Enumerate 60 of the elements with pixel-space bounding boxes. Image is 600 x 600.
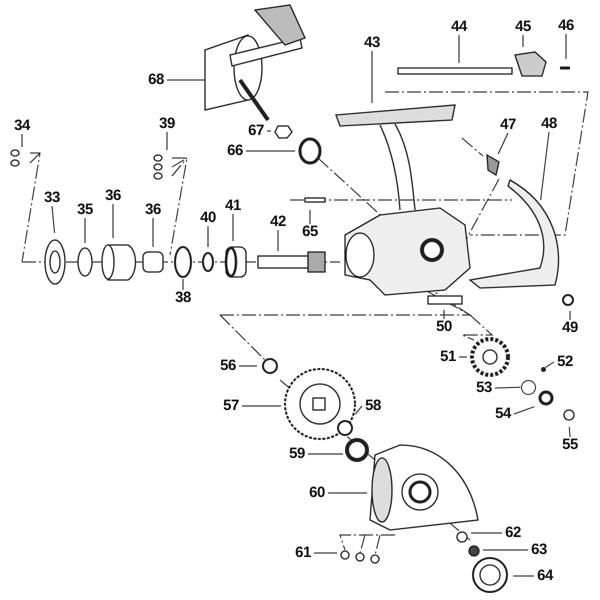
- leader-line: [568, 426, 570, 438]
- callout-number: 47: [497, 117, 519, 133]
- callout-number: 42: [267, 214, 289, 230]
- callout-number: 49: [559, 320, 581, 336]
- callout-number: 50: [433, 319, 455, 335]
- leader-line: [266, 130, 272, 132]
- leader-line: [354, 406, 362, 415]
- callout-number: 43: [361, 35, 383, 51]
- callout-number: 62: [502, 525, 524, 541]
- callout-number: 51: [437, 349, 459, 365]
- leader-line: [494, 386, 521, 388]
- ring-washer-part: [520, 380, 536, 394]
- callout-number: 36: [142, 202, 164, 218]
- leader-line: [522, 34, 524, 48]
- callout-number: 54: [492, 406, 514, 422]
- leader-line: [152, 218, 154, 248]
- leader-line: [514, 406, 535, 414]
- leader-line: [545, 362, 554, 368]
- callout-number: 46: [555, 18, 577, 34]
- leader-line: [458, 356, 468, 358]
- callout-number: 60: [306, 485, 328, 501]
- leader-line: [112, 204, 114, 238]
- callout-number: 39: [156, 116, 178, 132]
- callout-number: 59: [286, 446, 308, 462]
- callout-number: 65: [299, 224, 321, 240]
- callout-number: 63: [528, 542, 550, 558]
- callout-number: 55: [559, 437, 581, 453]
- callout-number: 44: [448, 19, 470, 35]
- callout-number: 56: [217, 358, 239, 374]
- callout-number: 45: [512, 19, 534, 35]
- leader-line: [314, 552, 338, 554]
- callout-number: 53: [473, 380, 495, 396]
- callout-number: 57: [220, 398, 242, 414]
- leader-line: [246, 150, 296, 152]
- leader-line: [470, 532, 502, 534]
- callout-number: 67: [245, 123, 267, 139]
- callout-number: 36: [102, 188, 124, 204]
- callout-number: 35: [74, 202, 96, 218]
- callout-number: 58: [362, 398, 384, 414]
- callout-number: 33: [41, 190, 63, 206]
- callout-number: 64: [534, 568, 556, 584]
- leader-line: [84, 218, 86, 244]
- leader-line: [328, 492, 368, 494]
- callout-number: 68: [145, 72, 167, 88]
- callout-number: 38: [172, 290, 194, 306]
- callout-number: 48: [538, 116, 560, 132]
- callout-number: 40: [197, 210, 219, 226]
- callout-number: 34: [11, 118, 33, 134]
- callout-number: 61: [292, 545, 314, 561]
- leader-line: [52, 206, 56, 234]
- callout-number: 52: [554, 354, 576, 370]
- small-ball-part: [540, 366, 546, 372]
- callout-number: 66: [224, 143, 246, 159]
- leader-line: [458, 34, 460, 64]
- leader-line: [182, 278, 184, 290]
- leader-line: [540, 132, 550, 201]
- leader-line: [498, 132, 508, 154]
- callout-number: 41: [222, 198, 244, 214]
- leader-line: [232, 214, 234, 242]
- leader-line: [166, 132, 168, 150]
